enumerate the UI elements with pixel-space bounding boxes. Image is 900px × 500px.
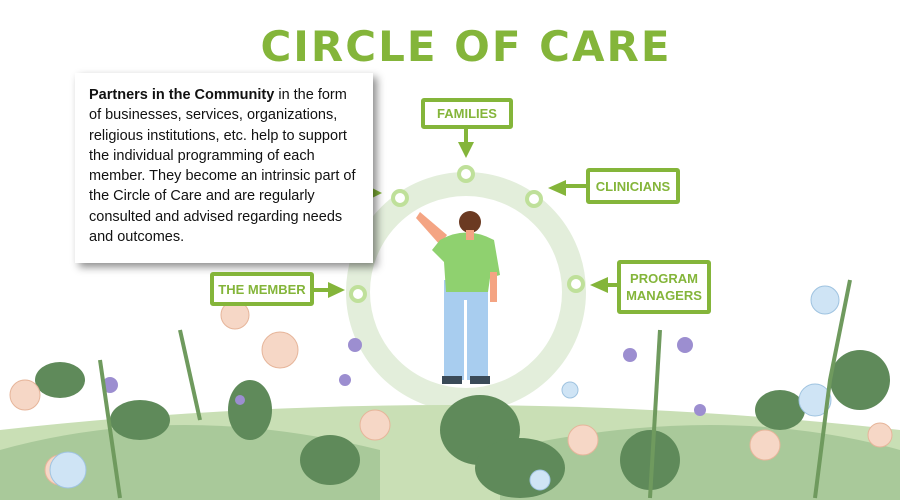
popup-bold-heading: Partners in the Community: [89, 87, 275, 103]
label-clinicians: CLINICIANS: [586, 168, 680, 204]
partners-info-popup: Partners in the Community in the form of…: [75, 73, 373, 263]
arrows: [313, 128, 618, 298]
label-families: FAMILIES: [421, 98, 513, 129]
popup-text: in the form of businesses, services, org…: [89, 87, 356, 246]
label-the-member: THE MEMBER: [210, 272, 314, 306]
page-title: CIRCLE OF CARE: [260, 22, 672, 71]
person-illustration: [416, 211, 500, 384]
label-program-managers: PROGRAM MANAGERS: [617, 260, 711, 314]
ring-nodes: [349, 165, 585, 303]
flower-garden: [0, 279, 900, 500]
